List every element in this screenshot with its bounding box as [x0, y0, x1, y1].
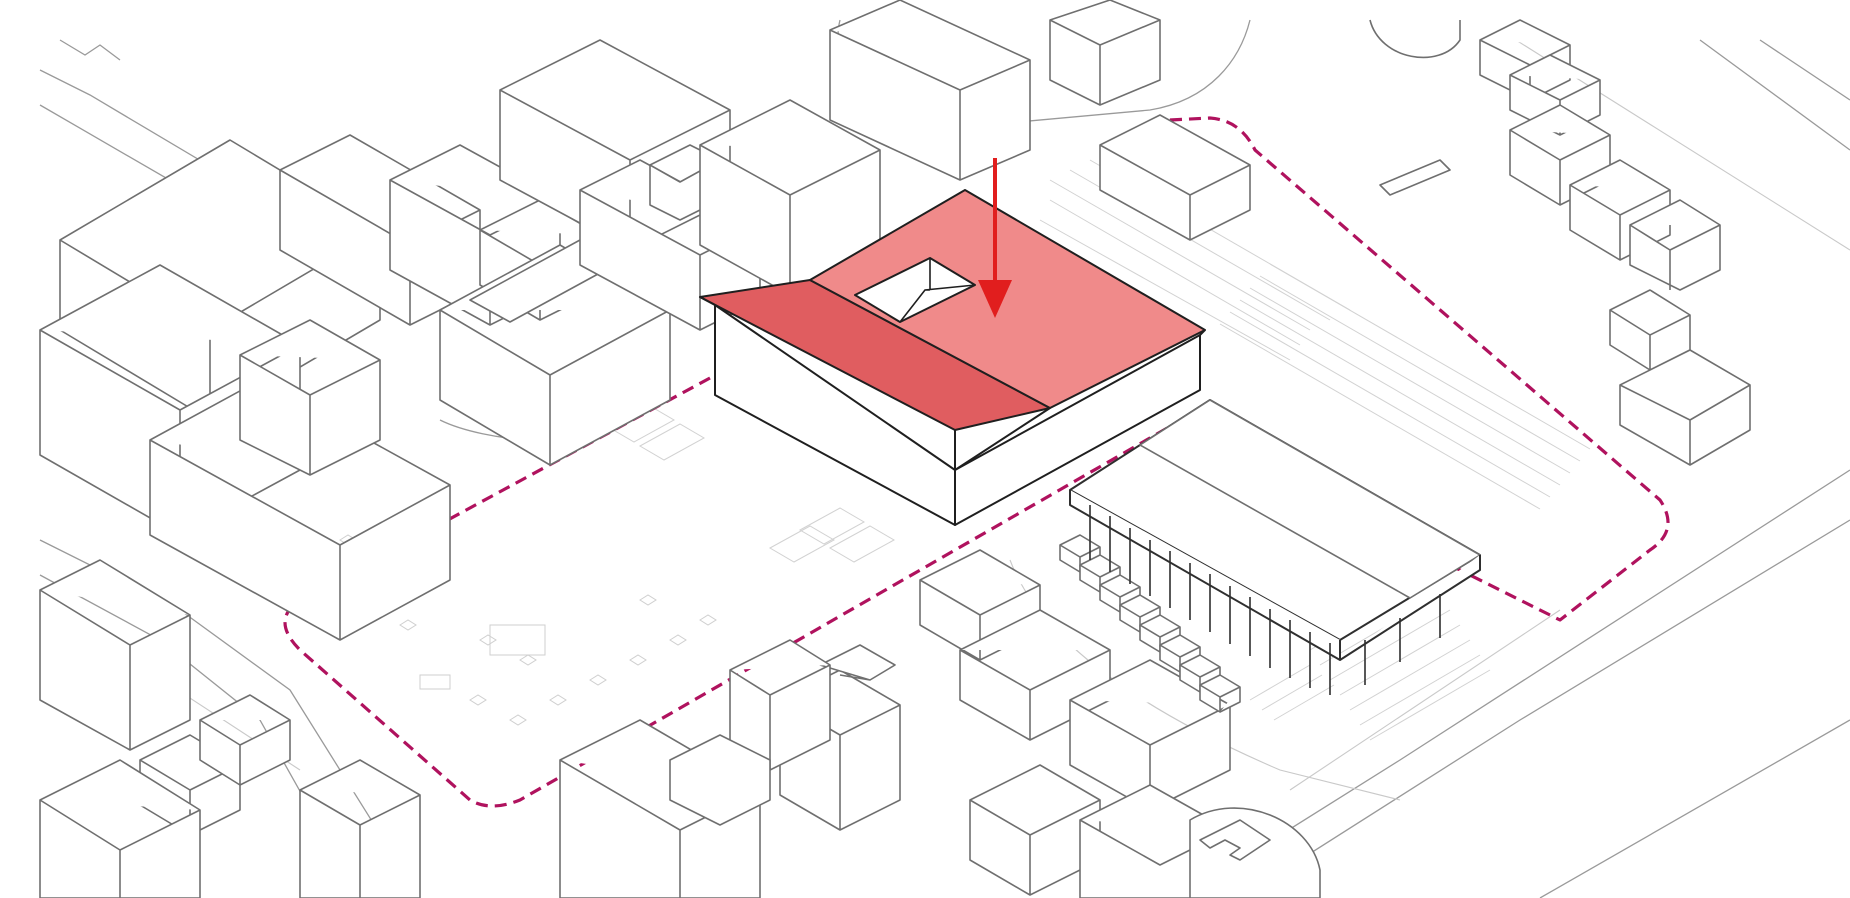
plaza-bench	[420, 675, 450, 689]
context-building	[1510, 105, 1610, 205]
road-line	[1540, 720, 1850, 898]
context-building	[40, 560, 190, 750]
tree-mark	[400, 620, 416, 630]
context-building	[1380, 160, 1450, 195]
tree-mark	[640, 595, 656, 605]
tree-mark	[480, 635, 496, 645]
tree-mark	[700, 615, 716, 625]
context-building	[300, 760, 420, 898]
context-building	[1190, 808, 1320, 898]
tree-mark	[550, 695, 566, 705]
tree-mark	[670, 635, 686, 645]
context-building	[200, 695, 290, 785]
road-line	[1760, 40, 1850, 100]
tree-mark	[630, 655, 646, 665]
context-building	[1200, 675, 1240, 712]
parking-row	[1250, 665, 1334, 720]
plaza-kiosk	[490, 625, 545, 655]
tree-mark	[520, 655, 536, 665]
road-line	[60, 40, 120, 60]
road-line	[1700, 40, 1850, 150]
market-hall-canopy	[1070, 400, 1480, 695]
context-building	[1370, 20, 1460, 57]
tree-mark	[510, 715, 526, 725]
context-building	[1050, 0, 1160, 105]
context-building	[830, 0, 1030, 180]
context-building	[1620, 350, 1750, 465]
tree-mark	[590, 675, 606, 685]
tree-mark	[470, 695, 486, 705]
plaza-paving	[770, 508, 894, 562]
